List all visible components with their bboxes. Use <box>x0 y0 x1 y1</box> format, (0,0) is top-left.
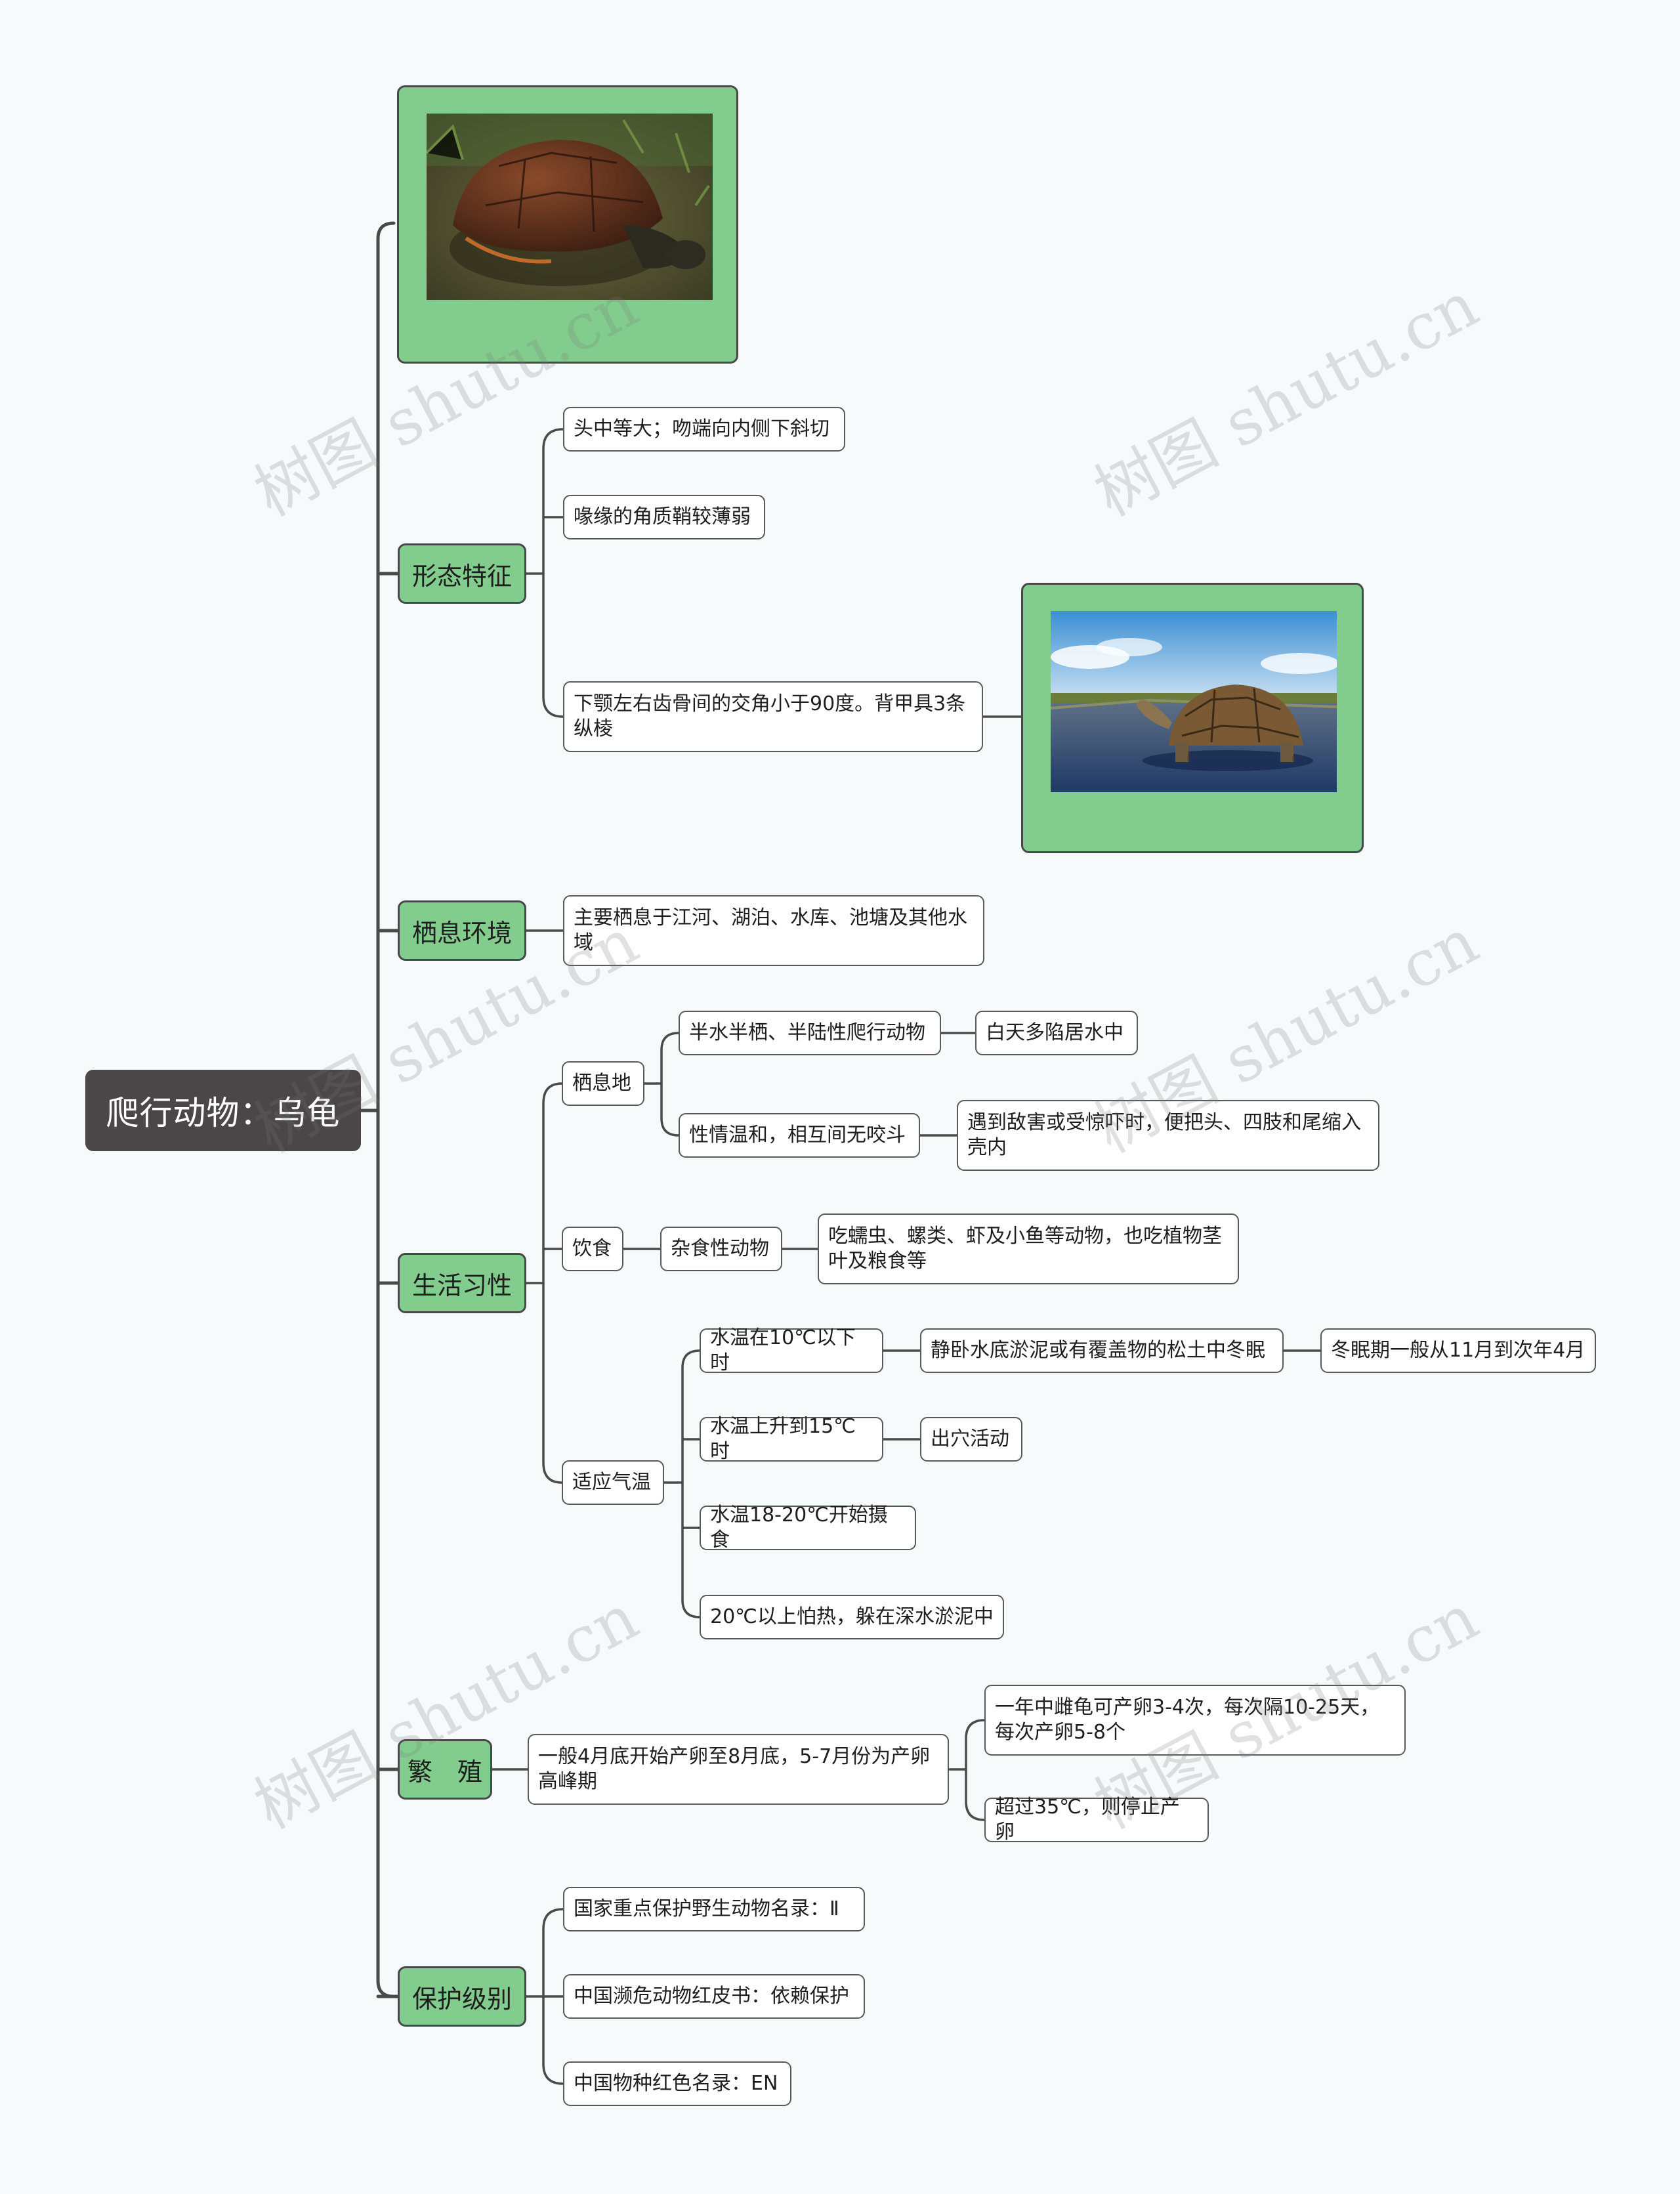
breeding-frequency-text: 一年中雌龟可产卵3-4次，每次隔10-25天，每次产卵5-8个 <box>995 1695 1395 1745</box>
climate-feeding[interactable]: 水温18-20℃开始摄食 <box>700 1506 916 1550</box>
habits-climate[interactable]: 适应气温 <box>562 1460 664 1505</box>
morphology-item-head-text: 头中等大；吻端向内侧下斜切 <box>574 417 830 442</box>
dwelling-withdraw[interactable]: 遇到敌害或受惊吓时，便把头、四肢和尾缩入壳内 <box>957 1100 1379 1171</box>
breeding-stop-text: 超过35℃，则停止产卵 <box>995 1795 1198 1845</box>
category-morphology[interactable]: 形态特征 <box>398 543 526 604</box>
habits-diet-label: 饮食 <box>572 1236 612 1261</box>
protection-red-book[interactable]: 中国濒危动物红皮书：依赖保护 <box>563 1974 865 2019</box>
category-habits-label: 生活习性 <box>412 1265 512 1301</box>
breeding-season-text: 一般4月底开始产卵至8月底，5-7月份为产卵高峰期 <box>538 1744 938 1794</box>
morphology-item-head[interactable]: 头中等大；吻端向内侧下斜切 <box>563 407 845 452</box>
diet-omnivore-text: 杂食性动物 <box>671 1236 769 1261</box>
category-habits[interactable]: 生活习性 <box>398 1253 526 1313</box>
dwelling-withdraw-text: 遇到敌害或受惊吓时，便把头、四肢和尾缩入壳内 <box>967 1110 1369 1160</box>
root-topic-label: 爬行动物：乌龟 <box>106 1087 341 1134</box>
habitat-item-waters-text: 主要栖息于江河、湖泊、水库、池塘及其他水域 <box>574 906 974 956</box>
root-topic[interactable]: 爬行动物：乌龟 <box>85 1070 361 1151</box>
turtle-image-card-2[interactable] <box>1021 583 1364 853</box>
protection-red-list[interactable]: 中国物种红色名录：EN <box>563 2061 791 2106</box>
climate-hibernation-period-text: 冬眠期一般从11月到次年4月 <box>1331 1338 1585 1363</box>
climate-rise-15[interactable]: 水温上升到15℃时 <box>700 1417 883 1462</box>
dwelling-daytime-water-text: 白天多陷居水中 <box>986 1021 1124 1045</box>
climate-rise-15-text: 水温上升到15℃时 <box>710 1414 873 1464</box>
habits-diet[interactable]: 饮食 <box>562 1227 623 1271</box>
turtle-photo-1 <box>427 114 713 300</box>
category-habitat-label: 栖息环境 <box>412 913 512 949</box>
morphology-item-jaw-text: 下颚左右齿骨间的交角小于90度。背甲具3条纵棱 <box>574 692 973 742</box>
habits-dwelling-label: 栖息地 <box>572 1071 631 1096</box>
turtle-image-card-1[interactable] <box>397 85 738 364</box>
morphology-item-beak-text: 喙缘的角质鞘较薄弱 <box>574 505 751 530</box>
protection-red-list-text: 中国物种红色名录：EN <box>574 2071 778 2096</box>
habitat-item-waters[interactable]: 主要栖息于江河、湖泊、水库、池塘及其他水域 <box>563 895 984 966</box>
protection-national-list-text: 国家重点保护野生动物名录：Ⅱ <box>574 1897 839 1922</box>
breeding-stop[interactable]: 超过35℃，则停止产卵 <box>984 1798 1209 1842</box>
category-protection[interactable]: 保护级别 <box>398 1966 526 2027</box>
dwelling-semi-aquatic[interactable]: 半水半栖、半陆性爬行动物 <box>679 1011 941 1055</box>
climate-heat-text: 20℃以上怕热，躲在深水淤泥中 <box>710 1605 994 1630</box>
climate-below-10-text: 水温在10℃以下时 <box>710 1326 873 1376</box>
turtle-photo-2 <box>1051 611 1337 792</box>
climate-emerge[interactable]: 出穴活动 <box>920 1417 1022 1462</box>
climate-heat[interactable]: 20℃以上怕热，躲在深水淤泥中 <box>700 1595 1004 1639</box>
climate-below-10[interactable]: 水温在10℃以下时 <box>700 1328 883 1373</box>
category-breeding-label: 繁 殖 <box>408 1752 482 1788</box>
diet-foods[interactable]: 吃蠕虫、螺类、虾及小鱼等动物，也吃植物茎叶及粮食等 <box>818 1213 1239 1284</box>
diet-omnivore[interactable]: 杂食性动物 <box>660 1227 782 1271</box>
climate-feeding-text: 水温18-20℃开始摄食 <box>710 1503 906 1553</box>
habits-climate-label: 适应气温 <box>572 1470 651 1495</box>
category-breeding[interactable]: 繁 殖 <box>398 1739 492 1800</box>
habits-dwelling[interactable]: 栖息地 <box>562 1061 644 1106</box>
morphology-item-jaw[interactable]: 下颚左右齿骨间的交角小于90度。背甲具3条纵棱 <box>563 681 983 752</box>
breeding-season[interactable]: 一般4月底开始产卵至8月底，5-7月份为产卵高峰期 <box>528 1734 949 1805</box>
category-morphology-label: 形态特征 <box>412 556 512 592</box>
climate-hibernation-period[interactable]: 冬眠期一般从11月到次年4月 <box>1320 1328 1596 1373</box>
dwelling-semi-aquatic-text: 半水半栖、半陆性爬行动物 <box>689 1021 925 1045</box>
climate-hibernate-text: 静卧水底淤泥或有覆盖物的松土中冬眠 <box>931 1338 1265 1363</box>
climate-emerge-text: 出穴活动 <box>931 1427 1009 1452</box>
dwelling-temperament-text: 性情温和，相互间无咬斗 <box>689 1123 906 1148</box>
climate-hibernate[interactable]: 静卧水底淤泥或有覆盖物的松土中冬眠 <box>920 1328 1284 1373</box>
dwelling-temperament[interactable]: 性情温和，相互间无咬斗 <box>679 1113 920 1158</box>
breeding-frequency[interactable]: 一年中雌龟可产卵3-4次，每次隔10-25天，每次产卵5-8个 <box>984 1685 1406 1756</box>
protection-red-book-text: 中国濒危动物红皮书：依赖保护 <box>574 1984 849 2009</box>
category-protection-label: 保护级别 <box>412 1979 512 2015</box>
category-habitat[interactable]: 栖息环境 <box>398 900 526 961</box>
diet-foods-text: 吃蠕虫、螺类、虾及小鱼等动物，也吃植物茎叶及粮食等 <box>828 1224 1228 1274</box>
protection-national-list[interactable]: 国家重点保护野生动物名录：Ⅱ <box>563 1887 865 1931</box>
dwelling-daytime-water[interactable]: 白天多陷居水中 <box>975 1011 1138 1055</box>
morphology-item-beak[interactable]: 喙缘的角质鞘较薄弱 <box>563 495 765 539</box>
